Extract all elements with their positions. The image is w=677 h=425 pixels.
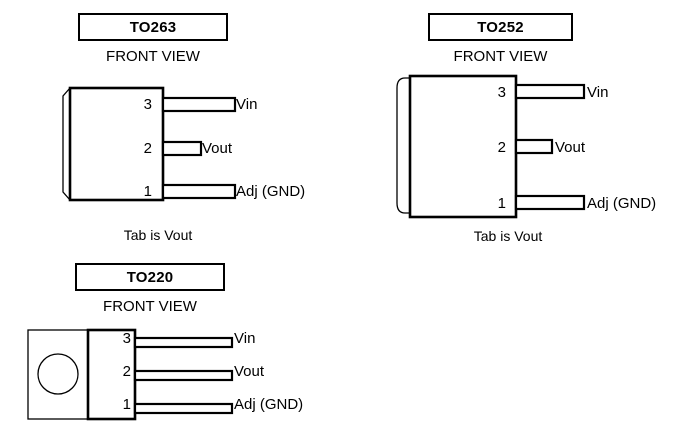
package-title-box-to263: TO263 [78, 13, 228, 41]
package-title-to220: TO220 [126, 268, 174, 286]
pin-label-to252-vin: Vin [587, 84, 609, 101]
pin-number-to220-1: 1 [122, 396, 131, 413]
pin-label-to220-vin: Vin [234, 330, 256, 347]
pin-label-to252-adj: Adj (GND) [587, 195, 657, 212]
front-view-label-to263: FRONT VIEW [106, 48, 200, 65]
pin-label-to263-adj: Adj (GND) [236, 183, 306, 200]
package-drawing-to220 [27, 328, 234, 421]
front-view-label-to252: FRONT VIEW [453, 48, 548, 65]
front-view-label-to220: FRONT VIEW [103, 298, 197, 315]
package-title-to252: TO252 [477, 18, 524, 36]
pin-label-to220-adj: Adj (GND) [234, 396, 304, 413]
pin-label-to220-vout: Vout [234, 363, 265, 380]
pin-label-to263-vout: Vout [202, 140, 233, 157]
package-caption-to263: Tab is Vout [123, 227, 193, 243]
pin-number-to263-1: 1 [143, 183, 152, 200]
pin-number-to263-2: 2 [143, 140, 152, 157]
pin-number-to252-1: 1 [497, 195, 506, 212]
package-title-box-to252: TO252 [428, 13, 573, 41]
mounting-hole-icon [37, 353, 79, 395]
pin-number-to252-2: 2 [497, 139, 506, 156]
pin-number-to252-3: 3 [497, 84, 506, 101]
package-drawing-to263 [62, 86, 237, 202]
pin-number-to220-3: 3 [122, 330, 131, 347]
package-drawing-to252 [396, 74, 586, 219]
package-caption-to252: Tab is Vout [473, 228, 543, 244]
package-title-to263: TO263 [129, 18, 177, 36]
pin-number-to220-2: 2 [122, 363, 131, 380]
package-title-box-to220: TO220 [75, 263, 225, 291]
pin-label-to252-vout: Vout [555, 139, 586, 156]
pin-label-to263-vin: Vin [236, 96, 258, 113]
pin-number-to263-3: 3 [143, 96, 152, 113]
